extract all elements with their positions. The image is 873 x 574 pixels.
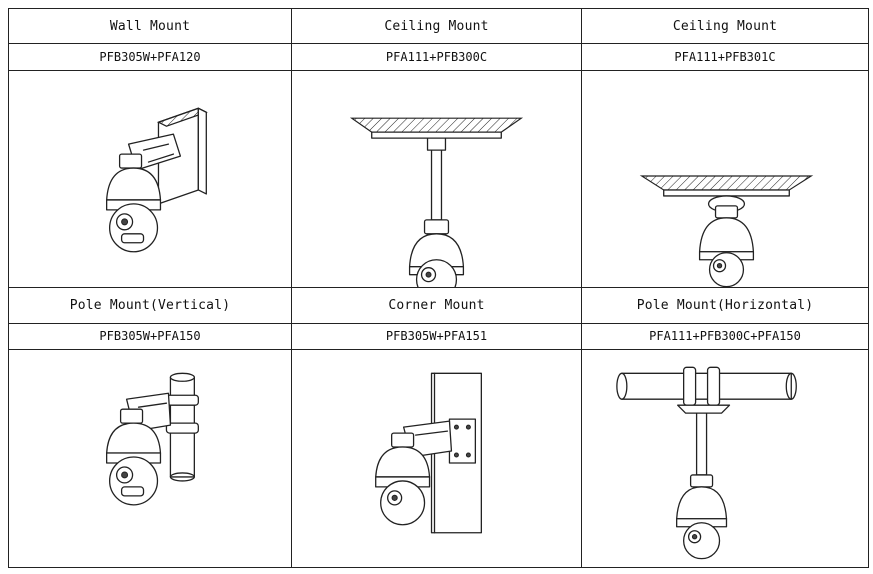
mount-type-label: Ceiling Mount: [291, 7, 582, 45]
pole-horizontal-drawing: [616, 366, 797, 560]
camera-icon: [408, 232, 465, 287]
table-row: [8, 69, 869, 289]
pole-horizontal-mount-illustration: [581, 349, 869, 568]
ceiling-pendant-drawing: [349, 117, 524, 287]
model-number: PFA111+PFB300C: [291, 43, 582, 71]
mount-table-sheet: Wall Mount Ceiling Mount Ceiling Mount P…: [8, 7, 869, 568]
model-number: PFB305W+PFA151: [291, 322, 582, 351]
mount-type-label: Pole Mount(Horizontal): [581, 287, 869, 324]
model-number: PFB305W+PFA120: [8, 43, 292, 71]
mount-type-label: Corner Mount: [291, 287, 582, 324]
mount-type-label: Pole Mount(Vertical): [8, 287, 292, 324]
camera-icon: [375, 432, 431, 526]
table-row: PFB305W+PFA150 PFB305W+PFA151 PFA111+PFB…: [8, 322, 869, 351]
table-row: Pole Mount(Vertical) Corner Mount Pole M…: [8, 287, 869, 324]
camera-icon: [106, 408, 162, 506]
corner-mount-illustration: [291, 349, 582, 568]
mount-type-label: Ceiling Mount: [581, 7, 869, 45]
table-row: [8, 349, 869, 568]
table-row: Wall Mount Ceiling Mount Ceiling Mount: [8, 7, 869, 45]
camera-icon: [676, 486, 728, 560]
model-number: PFA111+PFB301C: [581, 43, 869, 71]
mount-type-label: Wall Mount: [8, 7, 292, 45]
table-row: PFB305W+PFA120 PFA111+PFB300C PFA111+PFB…: [8, 43, 869, 71]
ceiling-flush-mount-illustration: [581, 69, 869, 289]
camera-icon: [698, 216, 755, 287]
corner-mount-drawing: [375, 372, 482, 534]
model-number: PFA111+PFB300C+PFA150: [581, 322, 869, 351]
camera-icon: [106, 152, 162, 252]
model-number: PFB305W+PFA150: [8, 322, 292, 351]
mount-table: Wall Mount Ceiling Mount Ceiling Mount P…: [8, 7, 869, 568]
ceiling-pendant-mount-illustration: [291, 69, 582, 289]
wall-mount-drawing: [106, 107, 208, 252]
wall-mount-illustration: [8, 69, 292, 289]
pole-vertical-drawing: [106, 372, 199, 506]
pole-vertical-mount-illustration: [8, 349, 292, 568]
ceiling-flush-drawing: [639, 174, 814, 287]
